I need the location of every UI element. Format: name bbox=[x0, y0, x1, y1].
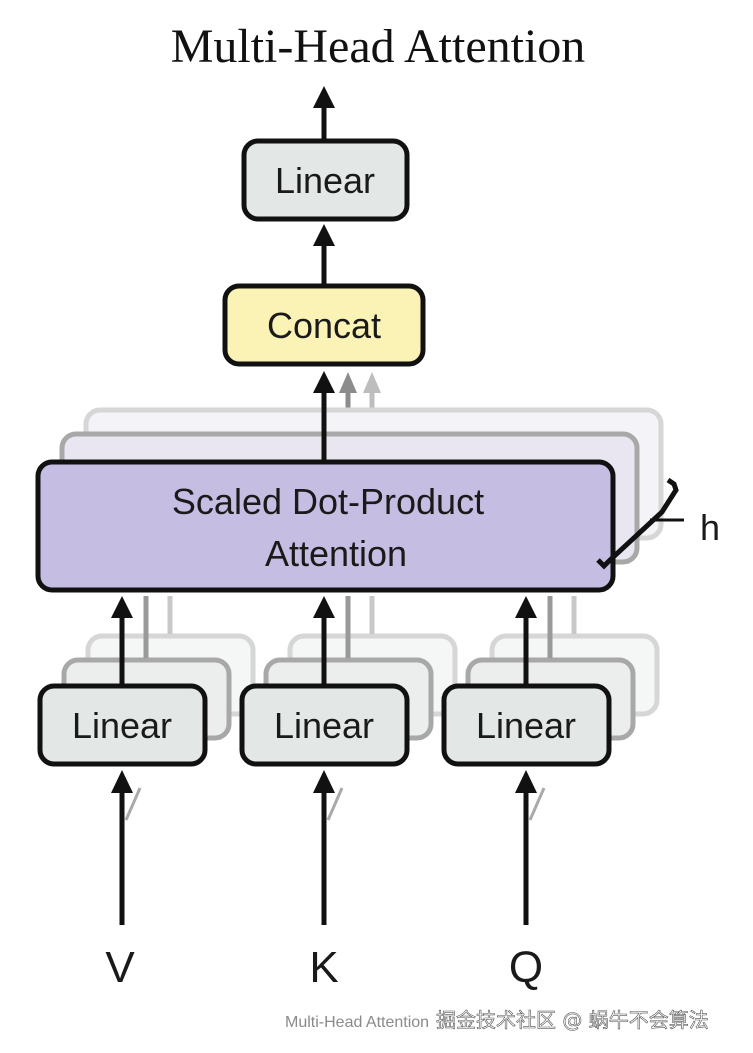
linear-v-label: Linear bbox=[72, 705, 172, 746]
heads-bracket: h bbox=[596, 477, 720, 570]
output-linear-box: Linear bbox=[241, 138, 410, 222]
input-arrows bbox=[111, 770, 546, 925]
linear-k-label: Linear bbox=[274, 705, 374, 746]
input-q-label: Q bbox=[509, 943, 543, 992]
attention-box: Scaled Dot-Product Attention bbox=[35, 459, 616, 593]
heads-label: h bbox=[700, 507, 720, 548]
attention-label-line2: Attention bbox=[265, 533, 407, 574]
image-caption: Multi-Head Attention bbox=[285, 1014, 429, 1031]
output-linear-label: Linear bbox=[275, 160, 375, 201]
linear-q-label: Linear bbox=[476, 705, 576, 746]
linear-v-box: Linear bbox=[37, 596, 208, 767]
attention-to-concat-arrow bbox=[313, 371, 335, 462]
concat-box: Concat bbox=[222, 283, 426, 367]
input-k-label: K bbox=[309, 943, 338, 992]
linear-k-box: Linear bbox=[239, 596, 410, 767]
concat-label: Concat bbox=[267, 305, 381, 346]
output-arrow bbox=[313, 86, 335, 140]
diagram-title: Multi-Head Attention bbox=[171, 20, 586, 73]
attention-label-line1: Scaled Dot-Product bbox=[172, 481, 484, 522]
linear-q-box: Linear bbox=[441, 596, 612, 767]
input-v-label: V bbox=[105, 943, 135, 992]
concat-to-linear-arrow bbox=[313, 224, 335, 285]
watermark: 掘金技术社区 @ 蜗牛不会算法 bbox=[436, 1008, 709, 1032]
